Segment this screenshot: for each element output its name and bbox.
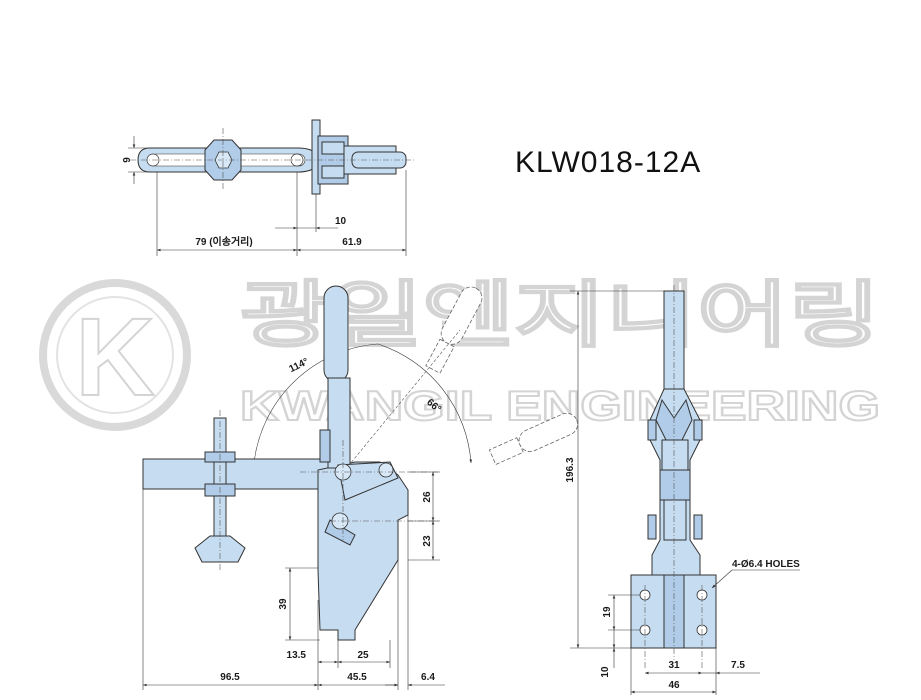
dim-top-height: 9 <box>122 157 133 163</box>
dim-side-base-left: 13.5 <box>287 650 307 661</box>
angle-open: 114° <box>287 356 310 375</box>
dim-front-bottom: 10 <box>600 666 611 678</box>
pivot-mid <box>378 462 394 478</box>
ghost-handle-mid <box>488 412 578 466</box>
holes-note: 4-Ø6.4 HOLES <box>732 559 800 570</box>
dim-side-body: 45.5 <box>347 672 367 683</box>
handle-grip <box>323 285 349 383</box>
dim-side-edge: 6.4 <box>421 672 435 683</box>
clamp-arm <box>142 458 334 490</box>
dim-front-side: 7.5 <box>731 660 745 671</box>
dim-front-width: 46 <box>668 680 680 691</box>
side-view: 114° 66° 26 23 <box>142 285 578 690</box>
front-view: 196.3 19 10 31 7.5 46 4-Ø6.4 HOLES <box>565 285 800 695</box>
dim-side-reach: 96.5 <box>220 672 240 683</box>
ghost-handle-open <box>425 286 483 374</box>
dim-top-length: 61.9 <box>342 237 362 248</box>
model-title: KLW018-12A <box>515 146 701 179</box>
dim-front-hole-pitch-v: 19 <box>602 606 613 618</box>
handle-lever <box>327 377 351 469</box>
watermark-logo-ring <box>39 279 191 431</box>
dim-top-travel: 79 (이송거리) <box>195 235 252 248</box>
top-view: 9 10 79 (이송거리) 61.9 <box>122 119 415 256</box>
dim-side-upper: 26 <box>422 491 433 503</box>
dim-top-offset: 10 <box>335 216 347 227</box>
watermark-logo-letter: K <box>75 296 154 419</box>
dim-side-base-width: 25 <box>357 650 369 661</box>
dim-side-lower: 23 <box>422 535 433 547</box>
spindle-pad <box>194 535 246 563</box>
dim-front-total-height: 196.3 <box>565 457 576 482</box>
dim-side-height: 39 <box>278 598 289 610</box>
dim-front-hole-pitch-h: 31 <box>668 660 680 671</box>
